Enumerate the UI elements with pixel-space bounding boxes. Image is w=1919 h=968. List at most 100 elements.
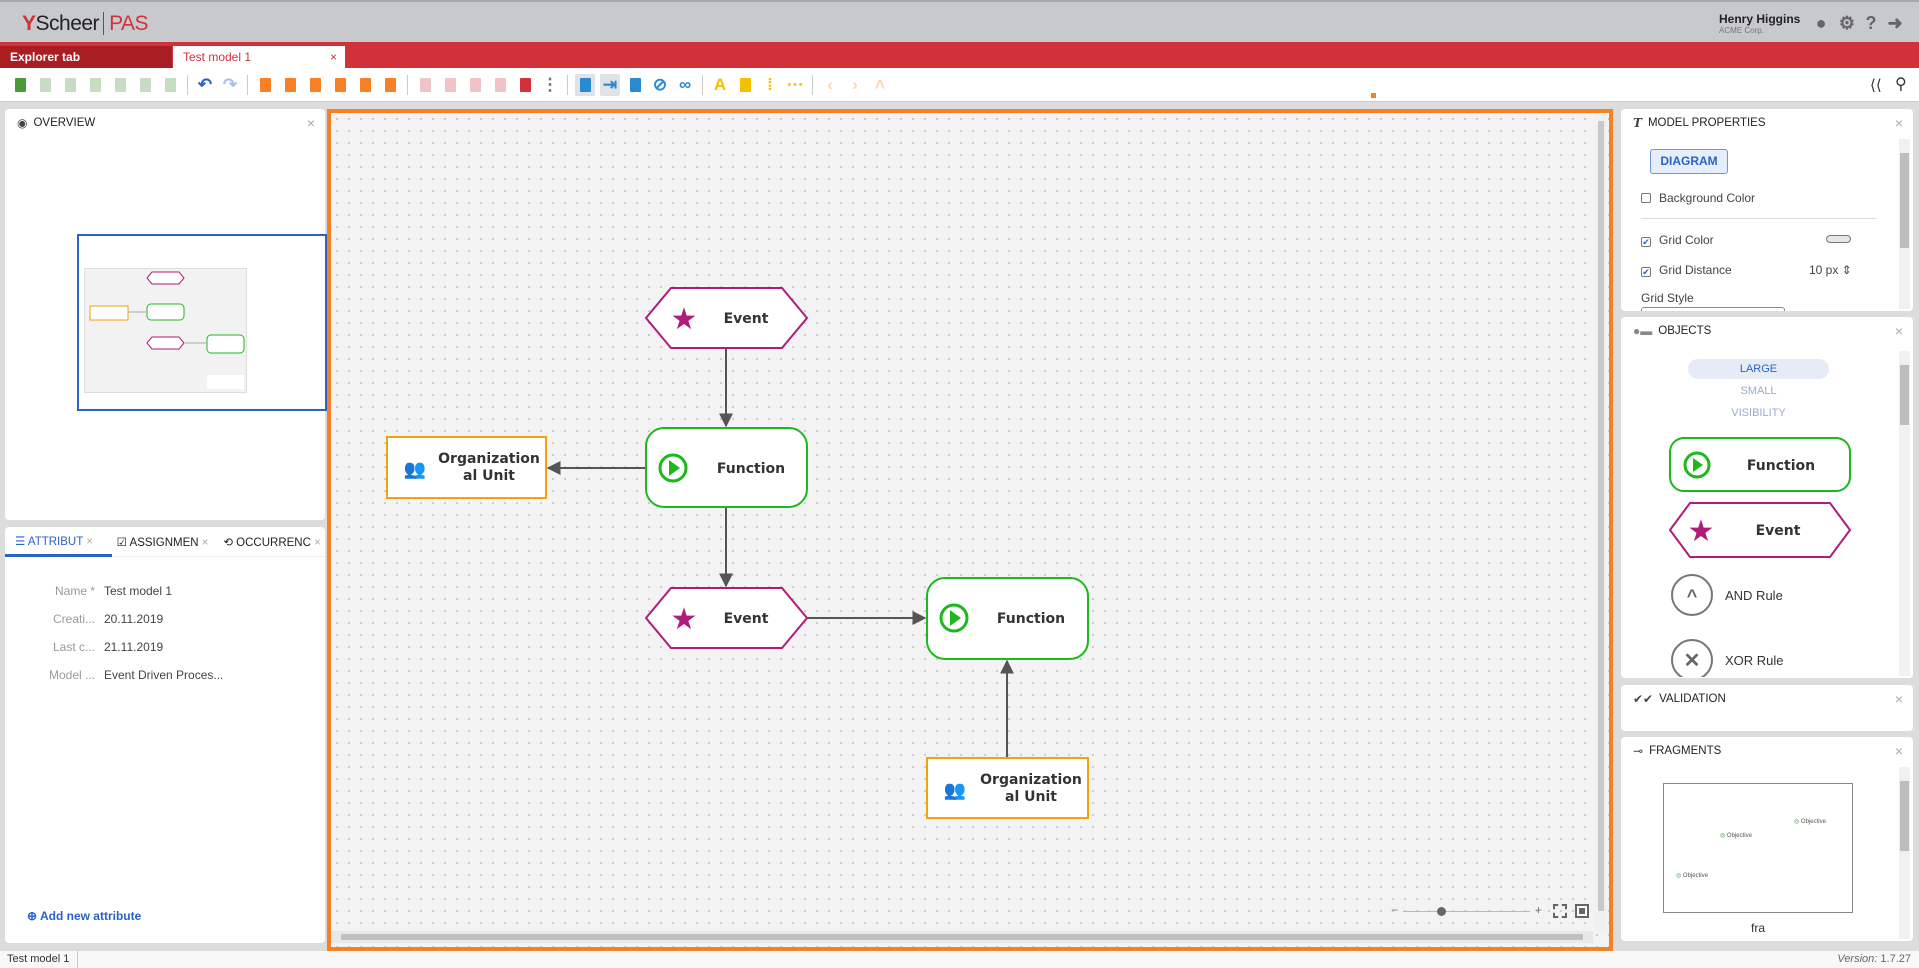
tab-bar: Explorer tab Test model 1× <box>0 42 1919 68</box>
vertical-scrollbar[interactable] <box>1899 139 1910 309</box>
chevron-up-icon[interactable]: ˄ <box>875 74 885 94</box>
zoom-out-button[interactable]: − <box>1391 903 1399 917</box>
attribute-row[interactable]: Name *Test model 1 <box>5 584 325 600</box>
close-icon[interactable]: × <box>1894 115 1903 131</box>
import-icon[interactable] <box>255 74 275 96</box>
group-icon[interactable] <box>465 74 485 96</box>
palette-function[interactable]: Function <box>1669 437 1851 492</box>
search-icon[interactable]: ⚲ <box>1895 76 1907 93</box>
zoom-slider[interactable] <box>1403 911 1530 912</box>
close-icon[interactable]: × <box>1894 743 1903 759</box>
event-node[interactable]: ★ Event <box>644 587 809 649</box>
grid-horizontal-icon[interactable]: ⋯ <box>786 74 804 94</box>
checkbox-icon[interactable] <box>625 74 645 96</box>
function-node[interactable]: Function <box>645 427 808 508</box>
fit-page-icon[interactable] <box>1575 904 1589 918</box>
new-model-icon[interactable] <box>10 74 30 96</box>
user-icon[interactable]: ● <box>1815 13 1827 33</box>
attribute-value[interactable]: 21.11.2019 <box>104 640 164 654</box>
hierarchy-icon[interactable] <box>515 74 535 96</box>
copy-icon[interactable] <box>110 74 130 96</box>
grid-distance-stepper[interactable]: 10 px ⇕ <box>1809 263 1852 277</box>
close-icon[interactable]: × <box>1894 323 1903 339</box>
palette-and-rule[interactable]: ^ AND Rule <box>1671 574 1783 616</box>
zoom-in-button[interactable]: + <box>1535 903 1543 917</box>
user-name: Henry Higgins <box>1719 12 1801 26</box>
palette-event[interactable]: ★ Event <box>1668 502 1852 558</box>
layout-grid-icon[interactable] <box>575 73 595 96</box>
hide-icon[interactable]: ⊘ <box>652 74 668 94</box>
help-icon[interactable]: ? <box>1865 13 1877 33</box>
svg-text:★: ★ <box>1688 515 1715 548</box>
ungroup-icon[interactable] <box>490 74 510 96</box>
zoom-slider-handle[interactable] <box>1437 907 1447 916</box>
svg-text:al Unit: al Unit <box>463 468 515 484</box>
view-large-tab[interactable]: LARGE <box>1688 359 1829 379</box>
tab-occurrences[interactable]: ⟲ OCCURRENC × <box>223 536 321 549</box>
word-export-icon[interactable] <box>380 74 400 96</box>
gear-icon[interactable]: ⚙ <box>1838 13 1856 33</box>
view-small-tab[interactable]: SMALL <box>1740 385 1777 397</box>
chevron-right-icon[interactable]: › <box>852 74 858 94</box>
org-unit-node[interactable]: 👥 Organization al Unit <box>926 757 1089 819</box>
redo-icon[interactable]: ↷ <box>222 74 238 94</box>
connector-icon[interactable]: ⇥ <box>600 73 620 96</box>
grid-color-checkbox[interactable]: ✔Grid Color <box>1641 233 1714 247</box>
attribute-value[interactable]: Test model 1 <box>104 584 173 598</box>
fit-screen-icon[interactable] <box>1553 904 1567 918</box>
grid-vertical-icon[interactable]: ⁞ <box>767 74 773 94</box>
org-unit-node[interactable]: 👥 Organization al Unit <box>386 436 547 499</box>
export-icon[interactable] <box>280 74 300 96</box>
vertical-scrollbar[interactable] <box>1899 351 1910 676</box>
diagram-canvas[interactable]: ★ Event Function 👥 Organization al Unit … <box>327 109 1613 951</box>
canvas-resize-handle[interactable] <box>1371 93 1376 98</box>
format-painter-icon[interactable] <box>160 74 180 96</box>
close-icon[interactable]: × <box>306 115 315 131</box>
user-info[interactable]: Henry Higgins ACME Corp. <box>1719 12 1800 35</box>
overview-viewport[interactable] <box>77 234 327 411</box>
horizontal-scrollbar[interactable] <box>331 931 1593 943</box>
attribute-row[interactable]: Model ...Event Driven Proces... <box>5 668 325 684</box>
link-icon[interactable]: ∞ <box>678 74 692 94</box>
chevron-left-icon[interactable]: ‹ <box>827 74 833 94</box>
grid-color-swatch[interactable] <box>1826 235 1851 243</box>
tab-test-model-1[interactable]: Test model 1× <box>173 46 345 68</box>
add-attribute-button[interactable]: ⊕ Add new attribute <box>27 909 142 923</box>
grid-style-select[interactable] <box>1641 307 1785 311</box>
send-back-icon[interactable] <box>440 74 460 96</box>
tab-explorer[interactable]: Explorer tab <box>0 46 172 68</box>
delete-icon[interactable] <box>35 74 55 96</box>
logout-icon[interactable]: ➜ <box>1887 13 1903 33</box>
paste-icon[interactable] <box>135 74 155 96</box>
tab-attributes[interactable]: ☰ ATTRIBUT × <box>5 527 112 557</box>
attribute-row[interactable]: Last c...21.11.2019 <box>5 640 325 656</box>
event-node[interactable]: ★ Event <box>644 287 809 349</box>
pin-icon[interactable] <box>330 74 350 96</box>
undo-icon[interactable]: ↶ <box>197 74 213 94</box>
bring-front-icon[interactable] <box>415 74 435 96</box>
vertical-scrollbar[interactable] <box>1595 113 1607 931</box>
share-icon[interactable] <box>305 74 325 96</box>
tab-assignments[interactable]: ☑ ASSIGNMEN × <box>116 536 209 549</box>
background-color-checkbox[interactable]: Background Color <box>1641 191 1755 205</box>
close-icon[interactable]: × <box>1894 691 1903 707</box>
attribute-value[interactable]: Event Driven Proces... <box>104 668 224 682</box>
text-color-icon[interactable]: A <box>713 74 727 94</box>
collapse-panel-icon[interactable]: ⟨⟨ <box>1870 77 1882 94</box>
cut-icon[interactable] <box>85 74 105 96</box>
close-tab-icon[interactable]: × <box>329 50 337 64</box>
more-icon[interactable]: ⋮ <box>541 74 559 94</box>
attribute-row[interactable]: Creati...20.11.2019 <box>5 612 325 628</box>
image-icon[interactable] <box>735 74 755 96</box>
view-visibility-tab[interactable]: VISIBILITY <box>1731 407 1786 419</box>
grid-distance-checkbox[interactable]: ✔Grid Distance <box>1641 263 1732 277</box>
attribute-value[interactable]: 20.11.2019 <box>104 612 164 626</box>
fragment-preview[interactable]: ◎ Objective ◎ Objective ◎ Objective <box>1663 783 1853 913</box>
diagram-button[interactable]: DIAGRAM <box>1650 149 1728 174</box>
palette-xor-rule[interactable]: ✕ XOR Rule <box>1671 639 1784 677</box>
vertical-scrollbar[interactable] <box>1899 767 1910 939</box>
function-node[interactable]: Function <box>926 577 1089 660</box>
duplicate-icon[interactable] <box>60 74 80 96</box>
print-icon[interactable] <box>355 74 375 96</box>
